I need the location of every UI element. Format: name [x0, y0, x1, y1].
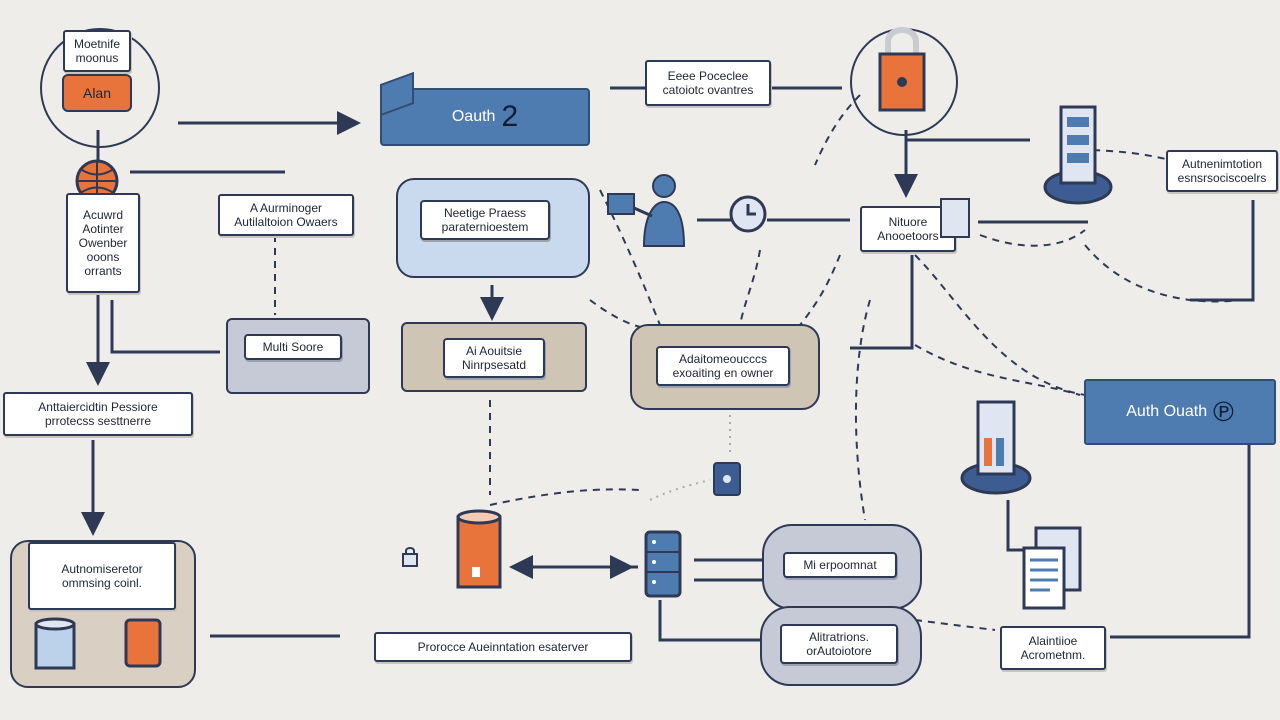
- oauth-top-box[interactable]: Oauth 2: [380, 88, 590, 146]
- top-right-label: Autnenimtotion esnsrsociscoelrs: [1166, 150, 1278, 192]
- notice-right-label: Nituore Anooetoors: [860, 206, 956, 252]
- auth-center-label: Ai Aouitsie Ninrpsesatd: [443, 338, 545, 378]
- notice-process-label: Neetige Praess paraternioestem: [420, 200, 550, 240]
- notice-process-sub: paraternioestem: [441, 220, 529, 234]
- orange-cylinder-icon: [448, 505, 508, 591]
- top-left-card-label: Moetnife moonus: [63, 30, 131, 72]
- auth-oauth-right-glyph: ℗: [1213, 396, 1234, 427]
- clock-icon: [728, 194, 768, 234]
- database-icon: [960, 398, 1032, 496]
- bottom-process-label: Prorocce Aueinntation esaterver: [374, 632, 632, 662]
- left-process-label: Anttaiercidtin Pessiore prrotecss sesttn…: [3, 392, 193, 436]
- auth-owner-label: Adaitomeoucccs exoaiting en owner: [656, 346, 790, 386]
- auth-oauth-right-box[interactable]: Auth Ouath ℗: [1084, 379, 1276, 445]
- lock-icon: [712, 457, 742, 497]
- auth-pill-label: Alitratrions. orAutoiotore: [780, 624, 898, 664]
- bottom-right-label: Alaintiioe Acrometnm.: [1000, 626, 1106, 670]
- padlock-icon: [876, 20, 928, 114]
- notice-process-title: Neetige Praess: [443, 206, 527, 220]
- oauth-top-label: Oauth: [451, 108, 496, 125]
- server-stack-icon: [1043, 103, 1113, 207]
- multi-score-label: Multi Soore: [244, 334, 342, 360]
- globe-icon: [74, 158, 120, 204]
- notice-right-tab: [940, 198, 970, 238]
- micro-pill-label: Mi erpoomnat: [783, 552, 897, 578]
- document-icon: [1020, 526, 1086, 612]
- small-padlock-icon: [401, 546, 419, 568]
- left-owner-card: Acuwrd Aotinter Owenber ooons orrants: [66, 193, 140, 293]
- server-icon: [642, 528, 684, 600]
- auth-oauth-right-label: Auth Ouath: [1126, 403, 1208, 420]
- bottom-left-label: Autnomiseretor ommsing coinl.: [28, 542, 176, 610]
- person-at-laptop-icon: [604, 172, 690, 248]
- top-center-label: Eeee Poceclee catoiotc ovantres: [645, 60, 771, 106]
- oauth-top-glyph: 2: [501, 100, 519, 133]
- blue-cylinder-icon: [32, 616, 78, 674]
- top-left-orange-box: Alan: [62, 74, 132, 112]
- top-left-circle: [40, 28, 160, 148]
- orange-box-icon: [122, 614, 164, 670]
- auth-owners-label: A Aurminoger Autilaltoion Owaers: [218, 194, 354, 236]
